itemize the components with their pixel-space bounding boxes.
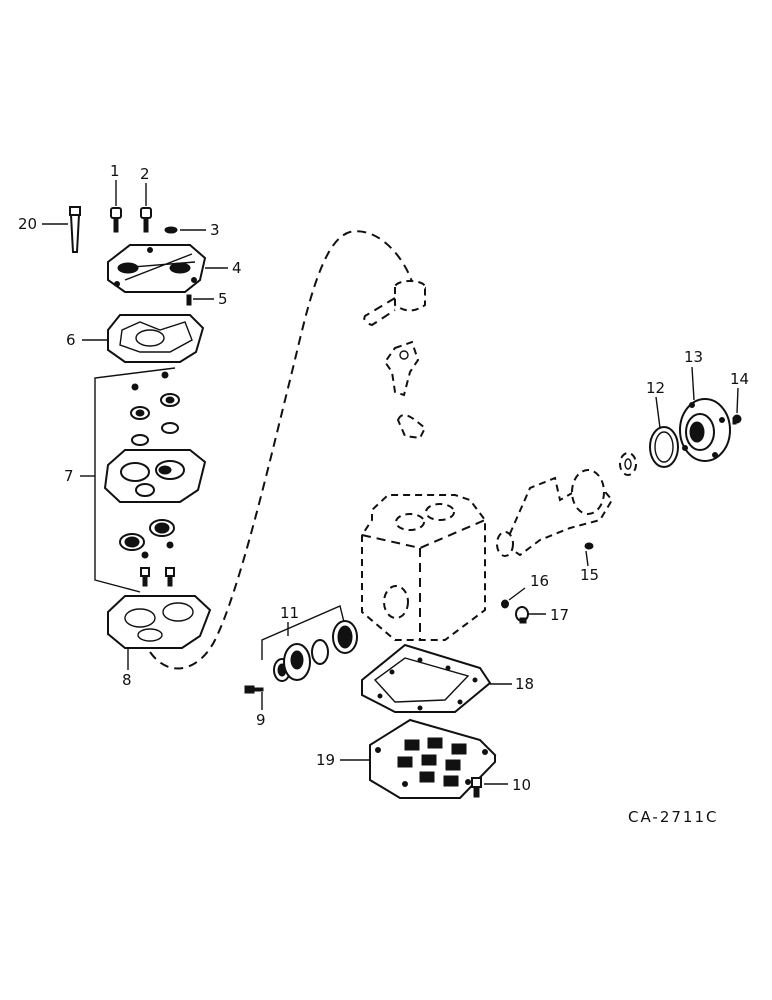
part-5-pin [186,294,192,306]
part-15-plug [584,542,594,550]
part-6-gasket [107,314,205,363]
bearing [619,452,637,476]
part-11-shaft-seal-group [261,605,358,682]
drawing-number: CA-2711C [628,808,718,826]
callout-5: 5 [218,290,228,308]
part-18-gasket [361,643,492,713]
callout-7: 7 [64,467,74,485]
rod-cap [396,414,427,440]
part-3-washer [164,226,178,234]
leader-lines [42,180,739,785]
part-17-fitting [515,606,529,624]
connecting-rod [383,340,420,397]
part-16-plug [501,599,509,609]
callout-labels: 1 2 3 4 5 6 7 8 9 10 11 12 13 14 15 16 1… [18,162,749,794]
callout-10: 10 [512,776,531,794]
part-19-bottom-cover [369,718,497,799]
callout-14: 14 [730,370,749,388]
part-8-gasket [107,595,212,649]
part-12-o-ring [649,426,679,468]
callout-2: 2 [140,165,150,183]
callout-16: 16 [530,572,549,590]
part-14-screw [732,414,742,425]
crankcase [361,494,486,641]
callout-9: 9 [256,711,266,729]
callout-8: 8 [122,671,132,689]
part-2-bolt [140,207,152,233]
crankshaft [496,469,614,557]
piston [363,280,426,327]
part-20-long-bolt [69,206,81,253]
part-7-valve-plate-group [94,367,207,593]
callout-12: 12 [646,379,665,397]
callout-11: 11 [280,604,299,622]
part-13-end-cover [679,398,731,462]
callout-17: 17 [550,606,569,624]
callout-19: 19 [316,751,335,769]
callout-18: 18 [515,675,534,693]
callout-20: 20 [18,215,37,233]
part-9-screw [244,685,264,694]
callout-4: 4 [232,259,242,277]
callout-3: 3 [210,221,220,239]
routing-dashed-line [149,230,413,670]
part-1-bolt [110,207,122,233]
part-4-cylinder-head [107,244,207,293]
callout-1: 1 [110,162,120,180]
part-10-bolt [471,777,482,798]
callout-6: 6 [66,331,76,349]
callout-13: 13 [684,348,703,366]
callout-15: 15 [580,566,599,584]
